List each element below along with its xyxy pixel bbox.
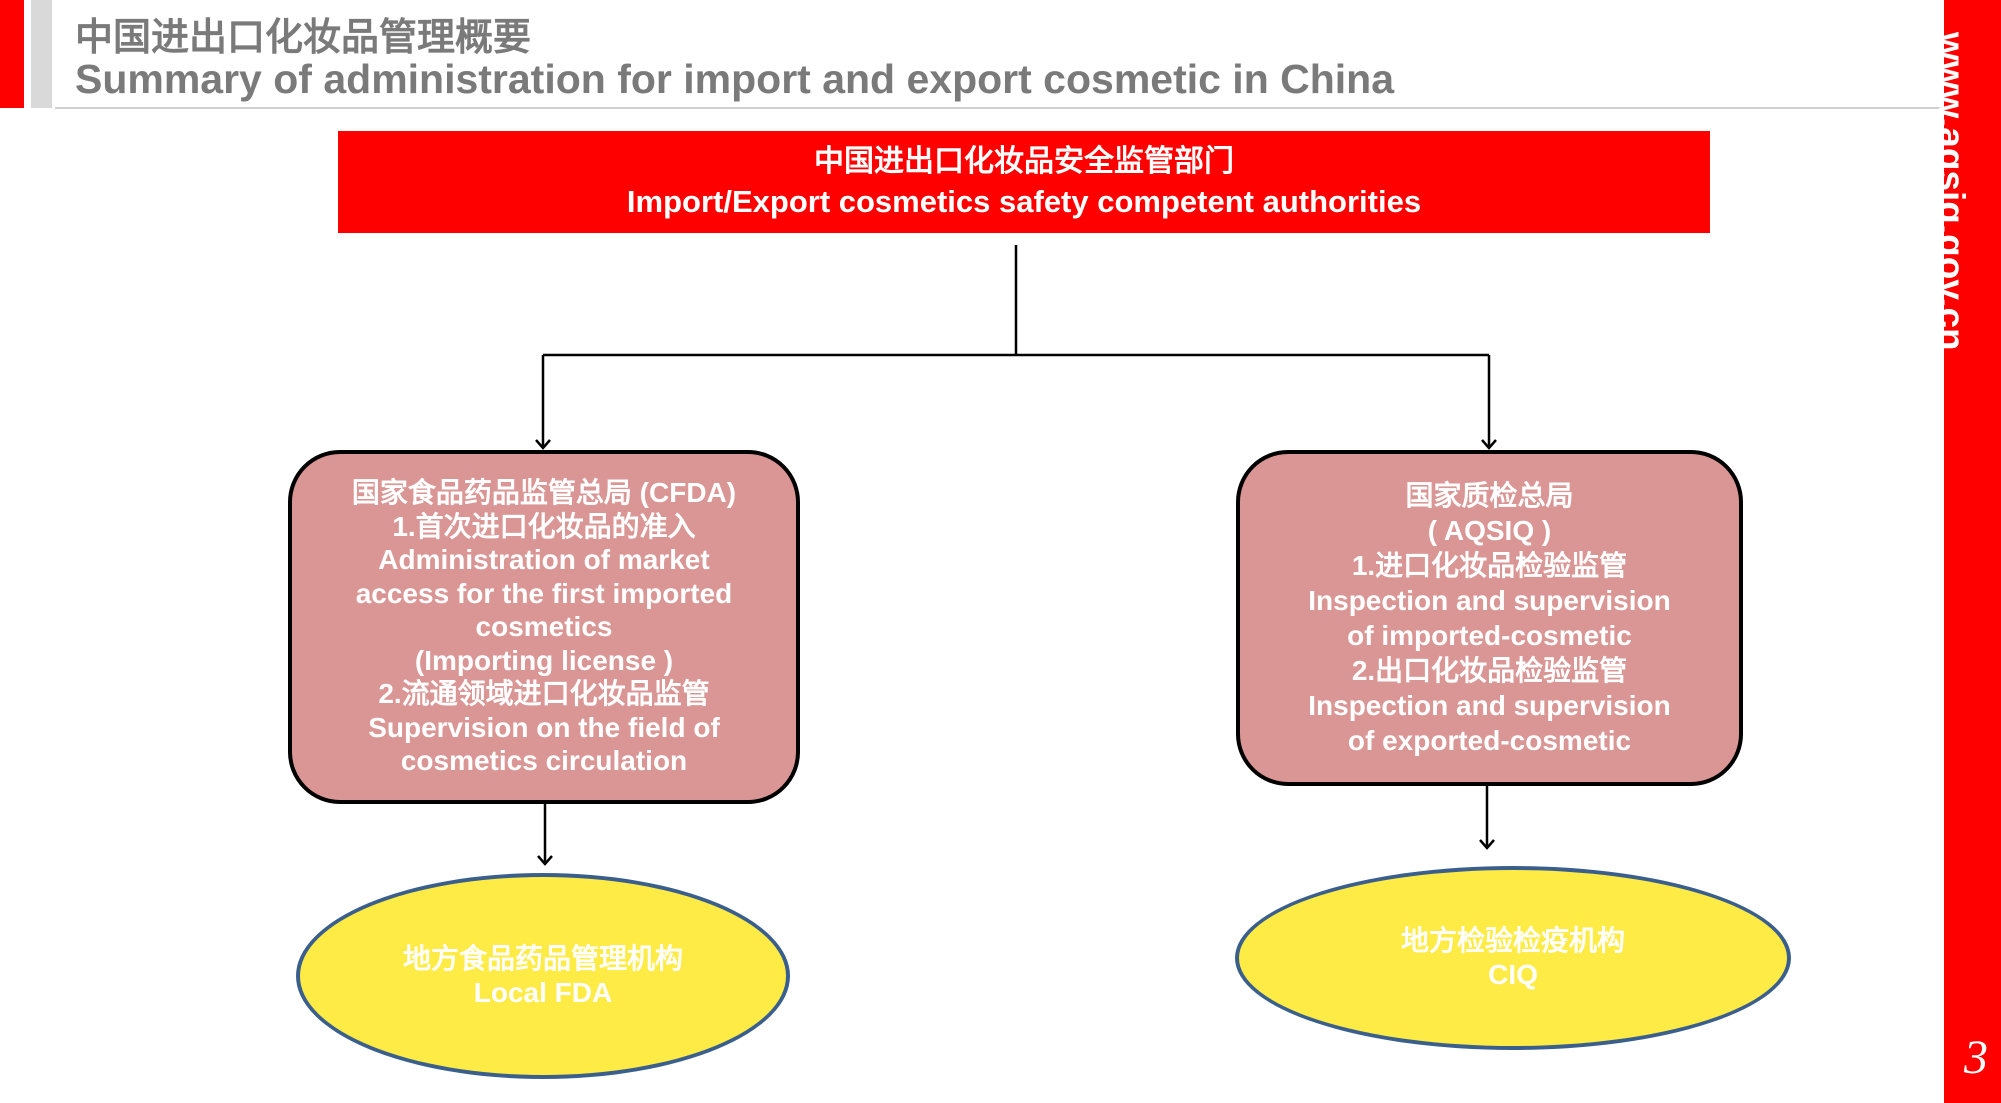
aqsiq-line: of imported-cosmetic <box>1347 620 1632 651</box>
top-authority-box: 中国进出口化妆品安全监管部门 Import/Export cosmetics s… <box>338 131 1710 233</box>
cfda-line: (Importing license ) <box>414 644 674 676</box>
aqsiq-line: ( AQSIQ ) <box>1427 515 1552 546</box>
cfda-line: 2.流通领域进口化妆品监管 <box>378 678 710 710</box>
cfda-line: Supervision on the field of <box>368 711 720 743</box>
top-authority-en: Import/Export cosmetics safety competent… <box>626 184 1422 219</box>
aqsiq-line: 国家质检总局 <box>1405 480 1574 511</box>
header-divider <box>55 107 1945 109</box>
top-authority-cn: 中国进出口化妆品安全监管部门 <box>814 145 1234 178</box>
local-ciq-ellipse: 地方检验检疫机构 CIQ <box>1235 866 1791 1050</box>
aqsiq-box: 国家质检总局 ( AQSIQ ) 1.进口化妆品检验监管 Inspection … <box>1236 450 1743 786</box>
cfda-line: access for the first imported <box>355 577 733 609</box>
aqsiq-line: Inspection and supervision <box>1308 585 1671 616</box>
page-number: 3 <box>1964 1031 1988 1084</box>
aqsiq-line: 1.进口化妆品检验监管 <box>1351 550 1628 581</box>
local-fda-cn: 地方食品药品管理机构 <box>402 943 683 974</box>
aqsiq-line: 2.出口化妆品检验监管 <box>1351 655 1628 686</box>
page-title-english: Summary of administration for import and… <box>75 56 1395 102</box>
local-fda-en: Local FDA <box>473 977 613 1008</box>
page-title-chinese: 中国进出口化妆品管理概要 <box>75 17 532 59</box>
left-gray-accent-bar <box>31 0 52 108</box>
aqsiq-line: of exported-cosmetic <box>1347 725 1632 756</box>
local-ciq-cn: 地方检验检疫机构 <box>1400 925 1625 956</box>
aqsiq-line: Inspection and supervision <box>1308 690 1671 721</box>
cfda-box: 国家食品药品监管总局 (CFDA) 1.首次进口化妆品的准入 Administr… <box>288 450 800 804</box>
local-fda-ellipse: 地方食品药品管理机构 Local FDA <box>296 873 790 1079</box>
right-red-sidebar <box>1944 0 2001 1103</box>
local-ciq-en: CIQ <box>1488 959 1538 990</box>
cfda-line: Administration of market <box>378 544 710 576</box>
cfda-line: cosmetics circulation <box>400 745 688 777</box>
left-red-accent-bar <box>0 0 24 108</box>
cfda-line: cosmetics <box>475 611 613 643</box>
cfda-line: 1.首次进口化妆品的准入 <box>392 510 696 542</box>
cfda-line: 国家食品药品监管总局 (CFDA) <box>351 477 737 509</box>
